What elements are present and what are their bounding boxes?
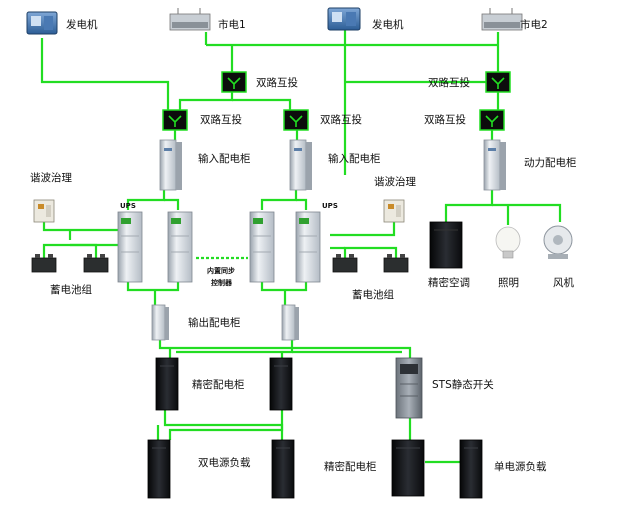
precision-ac-label: 精密空调 (428, 276, 470, 289)
input-cabinet-center-label: 输入配电柜 (328, 152, 381, 165)
ats-mid-left (162, 109, 188, 131)
sync-controller-label-2: 控制器 (211, 278, 233, 287)
ats-top-right-label: 双路互投 (428, 76, 470, 89)
lighting-label: 照明 (498, 277, 519, 289)
ats-top-left-label: 双路互投 (256, 76, 298, 89)
ups-right-unit-1 (249, 211, 275, 283)
single-load-label: 单电源负载 (494, 460, 547, 473)
wire-gen1 (40, 38, 170, 110)
power-cabinet (483, 139, 506, 191)
battery-right-2 (383, 254, 409, 273)
ats-mid-right-label: 双路互投 (424, 113, 466, 126)
harmonic-filter-left (33, 199, 55, 223)
ats-mid-center-label: 双路互投 (320, 113, 362, 126)
precision-cabinet-left-label: 精密配电柜 (192, 378, 245, 391)
battery-right-1 (332, 254, 358, 273)
harmonic-right-label: 谐波治理 (374, 175, 416, 188)
precision-cabinet-left-1 (155, 357, 179, 411)
battery-left-label: 蓄电池组 (50, 283, 92, 296)
ats-top-right (485, 71, 511, 93)
mains-2 (481, 8, 523, 31)
generator-1 (26, 11, 58, 35)
ats-mid-center (283, 109, 309, 131)
harmonic-left-label: 谐波治理 (30, 171, 72, 184)
input-cabinet-center (289, 139, 312, 191)
dual-load-1 (147, 439, 171, 499)
precision-ac-unit (429, 221, 463, 269)
generator-2-label: 发电机 (372, 18, 404, 31)
input-cabinet-left-label: 输入配电柜 (198, 152, 251, 165)
battery-right-label: 蓄电池组 (352, 288, 394, 301)
ups-right-label: UPS (322, 202, 338, 210)
dual-load-label: 双电源负载 (198, 456, 251, 469)
ats-mid-right (479, 109, 505, 131)
sts-label: STS静态开关 (432, 378, 494, 391)
mains-1-label: 市电1 (218, 18, 246, 31)
output-cabinet-right (281, 304, 299, 341)
precision-cabinet-right-label: 精密配电柜 (324, 460, 377, 473)
precision-cabinet-left-2 (269, 357, 293, 411)
single-load (459, 439, 483, 499)
output-cabinet-label: 输出配电柜 (188, 316, 241, 329)
input-cabinet-left (159, 139, 182, 191)
sts-switch (395, 357, 423, 419)
output-cabinet-left (151, 304, 169, 341)
generator-1-label: 发电机 (66, 18, 98, 31)
ups-right-unit-2 (295, 211, 321, 283)
fan-unit (543, 225, 573, 259)
ats-mid-left-label: 双路互投 (200, 113, 242, 126)
mains-1 (169, 8, 211, 31)
precision-cabinet-right (391, 439, 425, 497)
battery-left-2 (83, 254, 109, 273)
ups-left-unit-2 (167, 211, 193, 283)
fan-label: 风机 (553, 276, 574, 289)
lighting-bulb (495, 226, 521, 259)
generator-2 (327, 7, 361, 31)
wires (40, 30, 562, 464)
battery-left-1 (31, 254, 57, 273)
ups-left-label: UPS (120, 202, 136, 210)
power-cabinet-label: 动力配电柜 (524, 156, 577, 169)
ups-left-unit-1 (117, 211, 143, 283)
ats-top-left (221, 71, 247, 93)
sync-controller-label-1: 内置同步 (207, 266, 235, 275)
mains-2-label: 市电2 (520, 18, 548, 31)
harmonic-filter-right (383, 199, 405, 223)
dual-load-2 (271, 439, 295, 499)
